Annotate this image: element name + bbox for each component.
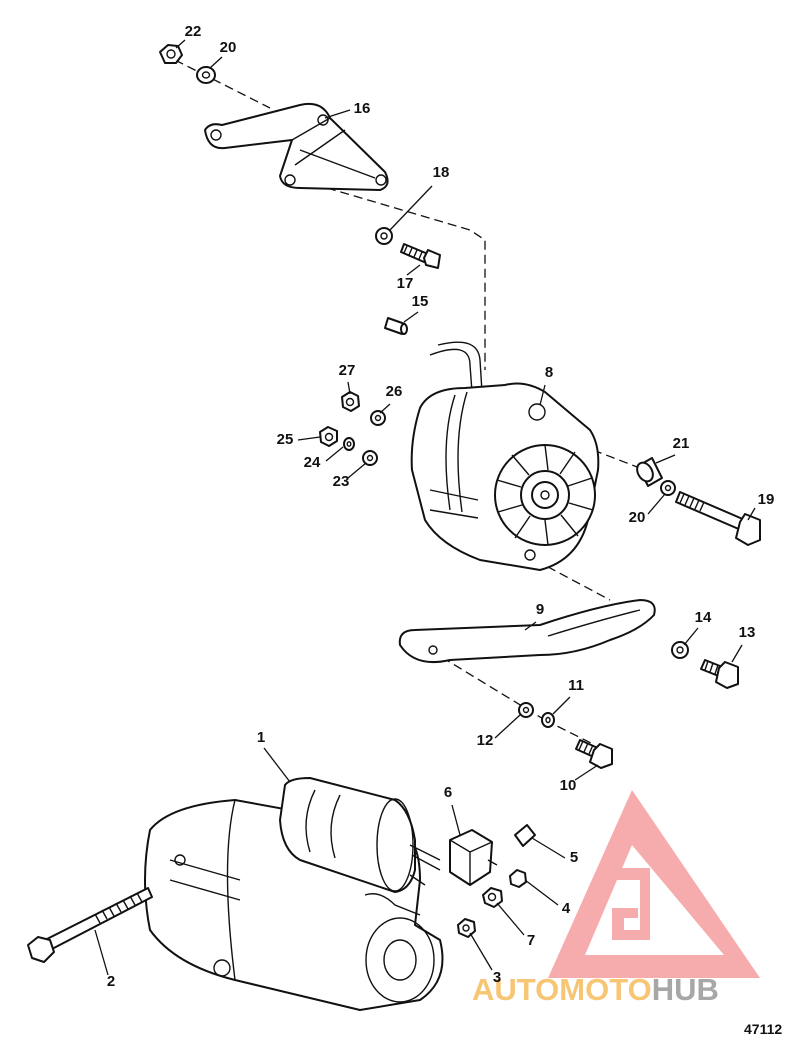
callout-21: 21 [673,435,690,452]
figure-number: 47112 [744,1021,782,1037]
callout-17: 17 [397,275,414,292]
callout-23: 23 [333,473,350,490]
watermark-text-hub: HUB [652,972,719,1007]
callout-25: 25 [277,431,294,448]
callout-6: 6 [444,784,452,801]
part-1-starter-motor [144,777,444,1011]
watermark-triangle [548,790,760,978]
part-11-lockwasher [541,712,555,728]
part-20-washer-right [660,480,676,496]
part-6-relay [449,829,498,886]
callout-20: 20 [629,509,646,526]
callout-9: 9 [536,601,544,618]
watermark-text: AUTOMOTOHUB [472,972,719,1007]
part-25-nut [319,426,338,447]
callout-15: 15 [412,293,429,310]
callout-22: 22 [185,23,202,40]
part-19-bolt [675,491,761,546]
callout-4: 4 [562,900,571,917]
callout-11: 11 [568,677,584,694]
part-13-bolt [700,659,739,689]
part-26-washer [370,410,386,426]
callout-18: 18 [433,164,450,181]
part-12-washer [518,702,534,718]
part-9-adjust-bracket [398,599,656,664]
part-20-washer-top [196,66,216,84]
leader-lines [94,39,756,976]
callout-26: 26 [386,383,403,400]
callout-14: 14 [695,609,712,626]
part-18-washer [375,227,393,245]
part-17-bolt [400,243,441,269]
part-22-nut [159,44,183,64]
part-8-alternator [410,341,600,571]
callout-10: 10 [560,777,577,794]
callout-24: 24 [304,454,321,471]
part-3-nut [457,918,476,938]
part-4-nut [509,869,527,888]
part-5-connector [514,824,536,847]
starter-solenoid [279,777,441,893]
callout-3: 3 [493,969,501,986]
part-16-bracket [204,102,389,191]
part-27-nut [341,391,360,412]
callout-12: 12 [477,732,494,749]
watermark-text-auto: AUTOMOTO [472,972,652,1007]
part-7-nut [482,887,503,908]
part-10-bolt [575,739,613,769]
callout-8: 8 [545,364,553,381]
callout-20: 20 [220,39,237,56]
part-15-pin [384,317,408,335]
callout-19: 19 [758,491,775,508]
callout-2: 2 [107,973,115,990]
part-24-lockwasher [343,437,355,451]
callout-27: 27 [339,362,356,379]
part-14-washer [671,641,689,659]
part-21-spacer [636,457,663,487]
part-23-washer [362,450,378,466]
callout-7: 7 [527,932,535,949]
callout-13: 13 [739,624,756,641]
callout-1: 1 [257,729,265,746]
callout-16: 16 [354,100,371,117]
watermark-g-mark [605,868,650,940]
watermark-logo [548,790,760,978]
callout-5: 5 [570,849,578,866]
part-2-bolt [27,887,153,963]
